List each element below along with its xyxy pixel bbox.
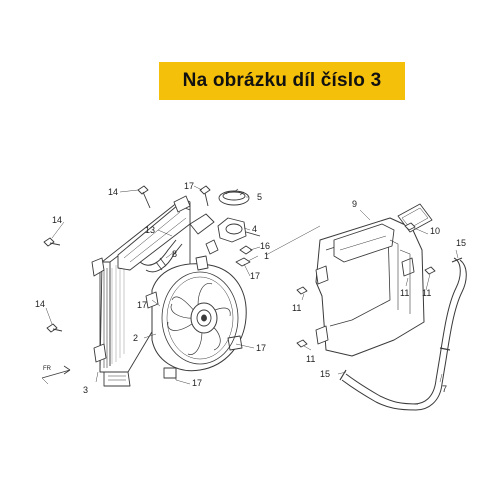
front-direction-label: FR bbox=[43, 366, 52, 372]
callout-15: 15 bbox=[320, 369, 330, 379]
callout-14: 14 bbox=[52, 215, 62, 225]
callout-14: 14 bbox=[108, 187, 118, 197]
callout-17: 17 bbox=[250, 271, 260, 281]
callout-17: 17 bbox=[256, 343, 266, 353]
callout-11: 11 bbox=[422, 288, 431, 298]
radiator bbox=[43, 185, 215, 387]
callout-17: 17 bbox=[137, 300, 147, 310]
callout-3: 3 bbox=[83, 385, 88, 395]
callout-1: 1 bbox=[264, 251, 269, 261]
callout-17: 17 bbox=[192, 378, 202, 388]
callout-2: 2 bbox=[133, 333, 138, 343]
callout-labels: 14 14 14 17 5 4 8 13 16 1 17 17 2 17 3 1… bbox=[35, 181, 466, 395]
callout-4: 4 bbox=[252, 224, 257, 234]
reservoir-hoses bbox=[339, 257, 467, 411]
front-direction-arrow bbox=[41, 365, 71, 385]
part-number-banner: Na obrázku díl číslo 3 bbox=[159, 62, 405, 100]
callout-8: 8 bbox=[172, 249, 177, 259]
coolant-reservoir bbox=[296, 203, 436, 357]
leader-lines bbox=[45, 185, 459, 385]
callout-11: 11 bbox=[292, 303, 301, 313]
callout-13: 13 bbox=[145, 225, 155, 235]
callout-11: 11 bbox=[306, 354, 315, 364]
callout-15: 15 bbox=[456, 238, 466, 248]
radiator-cap-and-fittings bbox=[199, 185, 261, 267]
callout-5: 5 bbox=[257, 192, 262, 202]
banner-text: Na obrázku díl číslo 3 bbox=[182, 70, 382, 91]
callout-14: 14 bbox=[35, 299, 45, 309]
callout-16: 16 bbox=[260, 241, 270, 251]
callout-11: 11 bbox=[400, 288, 409, 298]
callout-9: 9 bbox=[352, 199, 357, 209]
callout-10: 10 bbox=[430, 226, 440, 236]
cooling-fan bbox=[145, 255, 247, 380]
callout-17: 17 bbox=[184, 181, 194, 191]
callout-7: 7 bbox=[442, 384, 447, 394]
